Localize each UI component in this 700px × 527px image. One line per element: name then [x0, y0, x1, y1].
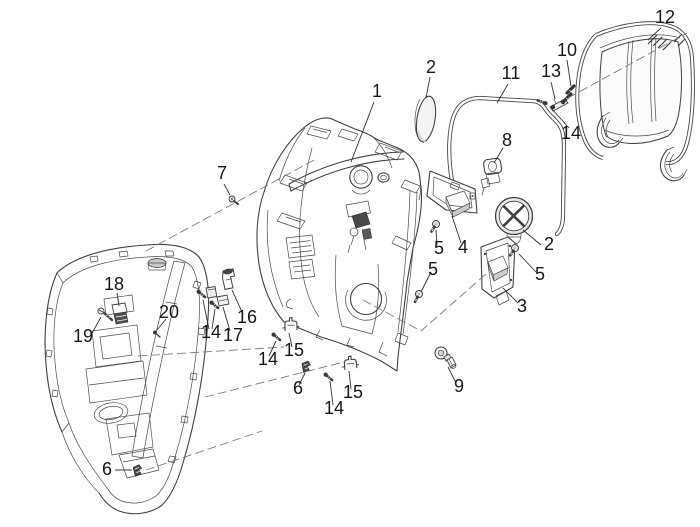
screw-14-icon: [270, 331, 282, 342]
callout-label-5c: 5: [428, 259, 438, 279]
callout-label-6: 6: [293, 378, 303, 398]
screw-5-icon: [412, 288, 425, 305]
callout-label-15: 15: [284, 340, 304, 360]
callout-label-12: 12: [655, 7, 675, 27]
callout-label-1: 1: [372, 81, 382, 101]
part-2-round-cap: [494, 196, 534, 245]
vent-grilles: [285, 234, 316, 280]
callout-label-11: 11: [502, 63, 521, 83]
callout-label-14b: 14: [201, 322, 221, 342]
part-3-tray: [480, 236, 516, 306]
callout-label-16: 16: [237, 307, 257, 327]
callout-label-18: 18: [104, 274, 124, 294]
screw-14-icon: [208, 299, 220, 310]
frame-column: [85, 260, 186, 479]
callout-label-5b: 5: [434, 238, 444, 258]
part-2-pad: [414, 95, 437, 144]
callout-label-17: 17: [223, 325, 243, 345]
callout-label-10: 10: [557, 40, 577, 60]
part-10-screws: [562, 84, 576, 103]
callout-label-8: 8: [502, 130, 512, 150]
callout-label-13: 13: [541, 61, 561, 81]
screw-14-icon: [195, 288, 207, 299]
ignition-ring: [349, 165, 390, 195]
part-19-screw-icon: [97, 307, 114, 322]
assembly-axis-lines: [137, 32, 688, 471]
callout-label-19: 19: [73, 326, 93, 346]
part-15-bracket: [340, 355, 360, 371]
callout-label-4: 4: [458, 237, 468, 257]
glovebox-recess: [334, 254, 387, 335]
frame-edge-tabs: [45, 250, 206, 464]
callout-label-2b: 2: [544, 234, 554, 254]
callout-label-9: 9: [454, 376, 464, 396]
callout-label-7: 7: [217, 163, 227, 183]
leader-lines: [90, 27, 662, 471]
screw-7-icon: [228, 195, 239, 205]
part-17-bracket: [205, 285, 230, 307]
part-20-pin-icon: [153, 330, 161, 339]
screw-5-icon: [429, 218, 442, 235]
callout-label-2: 2: [426, 57, 436, 77]
part-18-latch: [111, 302, 129, 325]
part-4-tray: [426, 170, 478, 218]
callout-label-14d: 14: [324, 398, 344, 418]
frame-assembly-drawing: [44, 243, 210, 515]
windscreen-feet: [596, 111, 688, 182]
part-16-bracket: [221, 268, 236, 290]
callout-label-15b: 15: [343, 382, 363, 402]
callout-label-14c: 14: [258, 349, 278, 369]
lock-mechanism: [345, 200, 373, 254]
grip-hatch: [647, 34, 686, 51]
callout-label-20: 20: [159, 302, 179, 322]
screw-14-icon: [322, 371, 334, 382]
callout-labels: 1 2 11 13 10 12 14 8 2 5 3 4 5 5 9 7 18 …: [73, 7, 675, 479]
part-11-trim-gasket: [447, 95, 567, 237]
bolt-9-icon: [434, 346, 457, 369]
mount-flaps: [276, 125, 421, 251]
callout-label-14: 14: [561, 123, 581, 143]
callout-label-3: 3: [517, 296, 527, 316]
callout-label-5: 5: [535, 264, 545, 284]
part-1-glovebox-backplate: [256, 117, 423, 372]
callout-label-6b: 6: [102, 459, 112, 479]
part-12-windscreen: [575, 21, 695, 182]
part-8-roller-bracket: [480, 157, 503, 196]
